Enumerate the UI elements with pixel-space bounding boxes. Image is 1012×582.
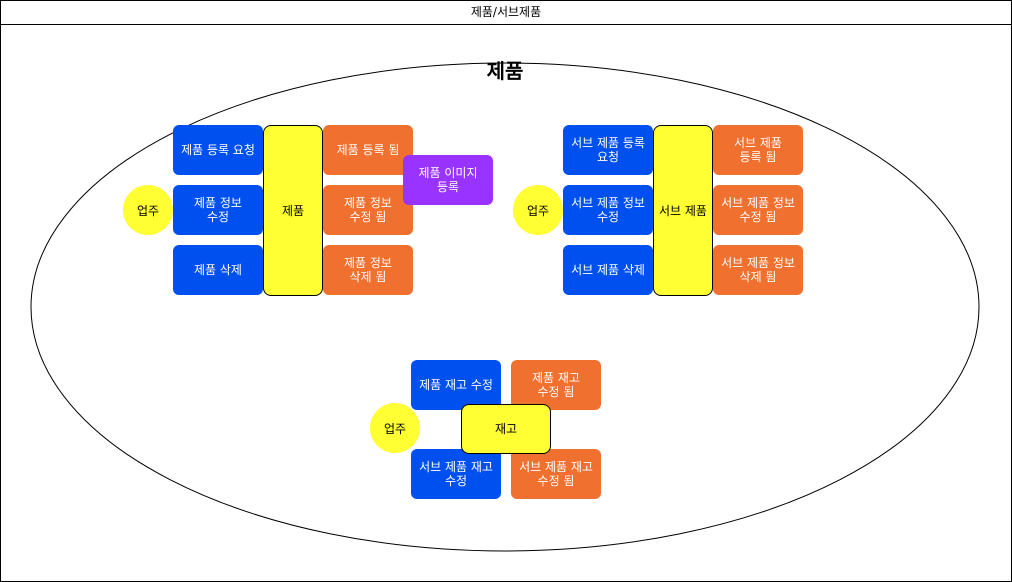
- event-product-updated[interactable]: 제품 정보 수정 됨: [323, 185, 413, 235]
- command-product-delete[interactable]: 제품 삭제: [173, 245, 263, 295]
- policy-product-image-register[interactable]: 제품 이미지 등록: [403, 155, 493, 205]
- bounded-context-title: 제품: [486, 59, 524, 83]
- command-product-stock-update[interactable]: 제품 재고 수정: [411, 360, 501, 410]
- command-subproduct-stock-update[interactable]: 서브 제품 재고 수정: [411, 449, 501, 499]
- command-subproduct-delete[interactable]: 서브 제품 삭제: [563, 245, 653, 295]
- actor-owner-stock[interactable]: 업주: [370, 403, 420, 453]
- command-product-update[interactable]: 제품 정보 수정: [173, 185, 263, 235]
- actor-owner-product[interactable]: 업주: [123, 185, 173, 235]
- event-product-deleted[interactable]: 제품 정보 삭제 됨: [323, 245, 413, 295]
- event-product-registered[interactable]: 제품 등록 됨: [323, 125, 413, 175]
- aggregate-subproduct[interactable]: 서브 제품: [653, 125, 713, 296]
- event-subproduct-deleted[interactable]: 서브 제품 정보 삭제 됨: [713, 245, 803, 295]
- aggregate-stock[interactable]: 재고: [461, 404, 551, 454]
- diagram-title: 제품/서브제품: [1, 1, 1011, 25]
- event-subproduct-registered[interactable]: 서브 제품 등록 됨: [713, 125, 803, 175]
- aggregate-product[interactable]: 제품: [263, 125, 323, 296]
- actor-owner-subproduct[interactable]: 업주: [513, 185, 563, 235]
- command-product-register[interactable]: 제품 등록 요청: [173, 125, 263, 175]
- command-subproduct-update[interactable]: 서브 제품 정보 수정: [563, 185, 653, 235]
- event-subproduct-updated[interactable]: 서브 제품 정보 수정 됨: [713, 185, 803, 235]
- command-subproduct-register[interactable]: 서브 제품 등록 요청: [563, 125, 653, 175]
- event-subproduct-stock-updated[interactable]: 서브 제품 재고 수정 됨: [511, 449, 601, 499]
- event-product-stock-updated[interactable]: 제품 재고 수정 됨: [511, 360, 601, 410]
